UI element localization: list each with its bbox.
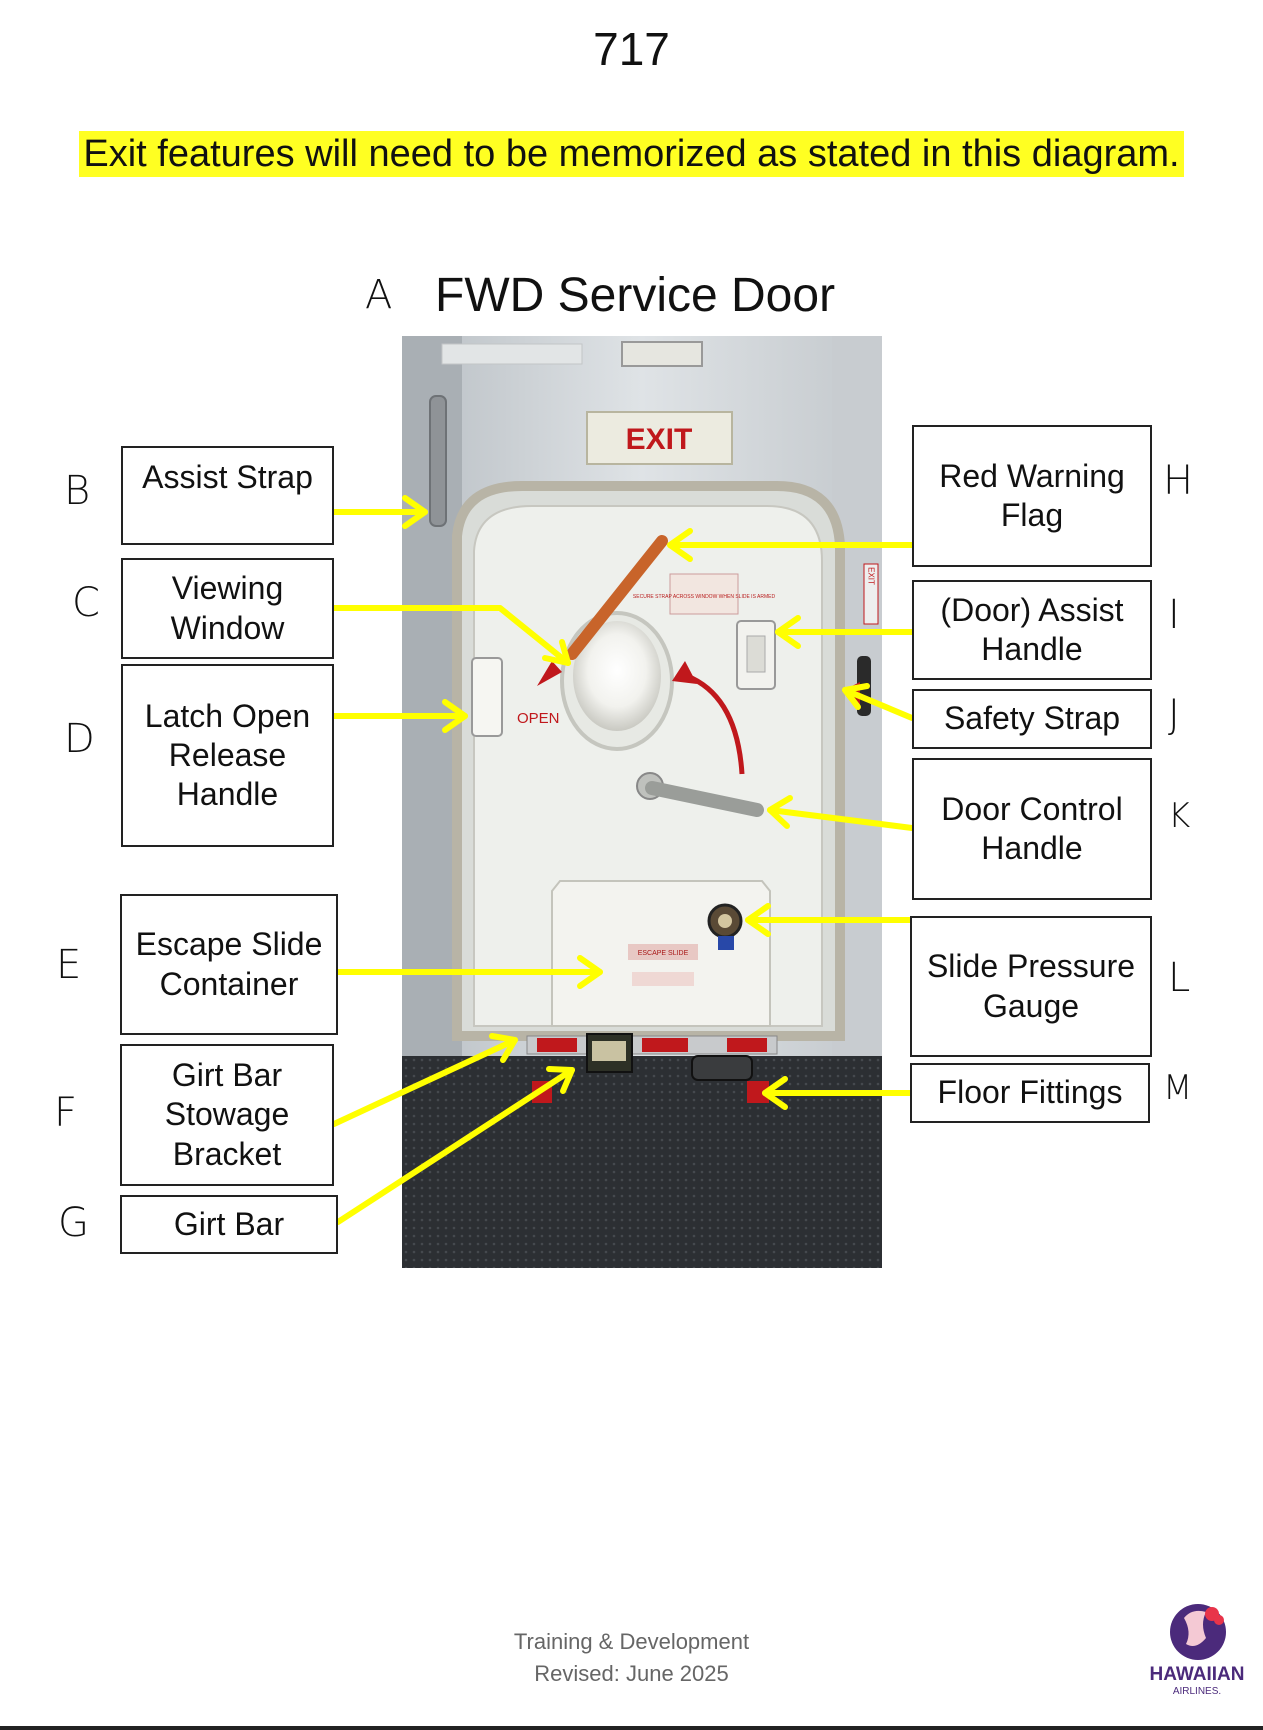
label-floor-fittings: Floor Fittings	[910, 1063, 1150, 1123]
label-safety-strap: Safety Strap	[912, 689, 1152, 749]
letter-g: G	[58, 1200, 89, 1246]
logo-sub: AIRLINES.	[1173, 1686, 1221, 1697]
letter-j: J	[1168, 692, 1180, 738]
notice-text: Exit features will need to be memorized …	[79, 131, 1184, 177]
label-door-control-handle: Door Control Handle	[912, 758, 1152, 900]
side-exit-sign: EXIT	[867, 567, 876, 585]
escape-slide-placard: ESCAPE SLIDE	[638, 950, 689, 957]
label-girt-bar: Girt Bar	[120, 1195, 338, 1254]
page-number: 717	[593, 23, 670, 75]
letter-f: F	[54, 1090, 78, 1136]
latch-open-release-handle-shape	[471, 657, 503, 737]
label-slide-pressure-gauge: Slide Pressure Gauge	[910, 916, 1152, 1057]
label-red-warning-flag: Red Warning Flag	[912, 425, 1152, 567]
letter-l: L	[1168, 955, 1191, 1001]
letter-b: B	[64, 468, 91, 514]
label-door-assist-handle: (Door) Assist Handle	[912, 580, 1152, 680]
letter-c: C	[72, 580, 100, 626]
exit-sign	[586, 411, 733, 465]
label-girt-bar-stowage-bracket: Girt Bar Stowage Bracket	[120, 1044, 334, 1186]
letter-i: I	[1168, 592, 1180, 638]
label-viewing-window: Viewing Window	[121, 558, 334, 659]
door-control-handle-shape	[645, 781, 764, 817]
assist-strap-shape	[429, 395, 447, 527]
label-latch-open-release-handle: Latch Open Release Handle	[121, 664, 334, 847]
secure-strap-placard: SECURE STRAP ACROSS WINDOW WHEN SLIDE IS…	[633, 594, 776, 600]
footer: Training & Development Revised: June 202…	[0, 1626, 1263, 1690]
letter-k: K	[1168, 796, 1191, 836]
diagram-title: FWD Service Door	[435, 269, 836, 322]
title-letter: A	[365, 272, 393, 318]
label-assist-strap: Assist Strap	[121, 446, 334, 545]
letter-d: D	[64, 716, 95, 762]
label-escape-slide-container: Escape Slide Container	[120, 894, 338, 1035]
floor	[402, 1056, 882, 1268]
floor-fitting-left	[532, 1081, 552, 1103]
exit-sign-text: EXIT	[626, 423, 693, 456]
door-photo: EXIT SECURE STRAP ACROSS WINDOW WHEN SLI…	[402, 336, 882, 1268]
footer-rule	[0, 1726, 1263, 1730]
letter-m: M	[1163, 1068, 1193, 1108]
floor-fitting-right	[747, 1081, 769, 1103]
footer-line-1: Training & Development	[513, 1629, 750, 1654]
notice-banner: Exit features will need to be memorized …	[0, 131, 1263, 177]
open-label: OPEN	[517, 710, 560, 727]
hawaiian-airlines-logo-icon: HAWAIIAN AIRLINES.	[1150, 1604, 1245, 1697]
letter-e: E	[56, 942, 82, 988]
footer-line-2: Revised: June 2025	[534, 1660, 729, 1686]
logo-name: HAWAIIAN	[1150, 1664, 1245, 1685]
red-warning-flag-shape	[566, 535, 668, 660]
letter-h: H	[1163, 458, 1194, 504]
